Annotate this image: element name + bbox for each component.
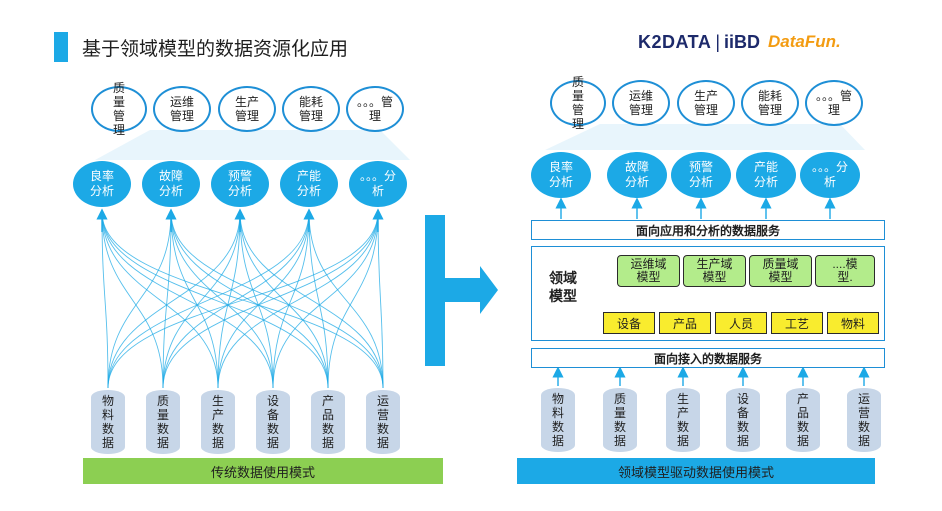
left-connector-3-4 (272, 211, 379, 389)
left-analysis-capacity: 产能分析 (280, 161, 338, 207)
left-mgmt-ops: 运维管理 (153, 86, 211, 132)
entity-product: 产品 (659, 312, 711, 334)
title-accent-bar (54, 32, 68, 62)
right-mgmt-quality: 质量管理 (550, 75, 606, 131)
iibd-logo: iiBD (724, 31, 761, 52)
right-analysis-warning: 预警分析 (671, 152, 731, 198)
left-connector-3-0 (101, 211, 274, 389)
left-top-band (95, 130, 410, 160)
left-connector-3-2 (239, 211, 274, 389)
left-mgmt-more: 。。。管理 (346, 86, 404, 132)
right-source-quality: 质量数据 (603, 388, 637, 452)
domain-model-production: 生产域模型 (683, 255, 746, 287)
left-analysis-warning: 预警分析 (211, 161, 269, 207)
left-caption: 传统数据使用模式 (83, 458, 443, 484)
left-connector-2-2 (217, 211, 241, 389)
right-mgmt-ops: 运维管理 (612, 80, 670, 126)
left-connector-0-2 (107, 211, 241, 389)
bracket-shape (425, 215, 445, 366)
right-analysis-yield: 良率分析 (531, 152, 591, 198)
right-mgmt-more: 。。。管理 (805, 80, 863, 126)
left-connector-4-4 (327, 211, 379, 389)
datafun-logo: DataFun. (768, 32, 841, 51)
right-top-band (545, 124, 865, 150)
domain-model-more: ....模型. (815, 255, 875, 287)
right-source-equipment: 设备数据 (726, 388, 760, 452)
left-connector-2-0 (101, 211, 219, 389)
k2data-logo: K2DATA (638, 31, 712, 52)
service-app-analysis: 面向应用和分析的数据服务 (531, 220, 885, 240)
left-connector-0-3 (107, 211, 310, 389)
right-analysis-fault: 故障分析 (607, 152, 667, 198)
left-analysis-fault: 故障分析 (142, 161, 200, 207)
right-source-production: 生产数据 (666, 388, 700, 452)
left-connector-3-1 (170, 211, 274, 389)
left-source-production: 生产数据 (201, 390, 235, 454)
right-analysis-more: 。。。分析 (800, 152, 860, 198)
entity-material: 物料 (827, 312, 879, 334)
domain-model-quality: 质量域模型 (749, 255, 812, 287)
left-source-equipment: 设备数据 (256, 390, 290, 454)
entity-personnel: 人员 (715, 312, 767, 334)
entity-equipment: 设备 (603, 312, 655, 334)
right-mgmt-energy: 能耗管理 (741, 80, 799, 126)
left-connector-4-1 (170, 211, 329, 389)
left-connector-5-3 (308, 211, 384, 389)
service-ingestion: 面向接入的数据服务 (531, 348, 885, 368)
left-connector-4-0 (101, 211, 329, 389)
left-connector-5-1 (170, 211, 384, 389)
left-mgmt-quality: 质量管理 (91, 81, 147, 137)
left-mgmt-production: 生产管理 (218, 86, 276, 132)
left-connector-5-2 (239, 211, 384, 389)
left-analysis-yield: 良率分析 (73, 161, 131, 207)
left-connector-1-1 (162, 211, 172, 389)
left-analysis-more: 。。。分析 (349, 161, 407, 207)
right-analysis-capacity: 产能分析 (736, 152, 796, 198)
right-caption: 领域模型驱动数据使用模式 (517, 458, 875, 484)
left-connector-2-1 (170, 211, 219, 389)
right-mgmt-production: 生产管理 (677, 80, 735, 126)
left-connector-1-0 (101, 211, 164, 389)
left-source-operation: 运营数据 (366, 390, 400, 454)
left-source-quality: 质量数据 (146, 390, 180, 454)
right-source-operation: 运营数据 (847, 388, 881, 452)
logo-group: K2DATA | iiBD DataFun. (638, 30, 841, 54)
left-connector-2-3 (217, 211, 310, 389)
left-connector-5-4 (377, 211, 384, 389)
left-mgmt-energy: 能耗管理 (282, 86, 340, 132)
left-connector-1-4 (162, 211, 379, 389)
left-connector-5-0 (101, 211, 384, 389)
left-connector-0-0 (101, 211, 109, 389)
left-source-product: 产品数据 (311, 390, 345, 454)
left-source-material: 物料数据 (91, 390, 125, 454)
left-connector-4-3 (308, 211, 329, 389)
right-source-material: 物料数据 (541, 388, 575, 452)
left-connector-0-1 (107, 211, 172, 389)
right-source-product: 产品数据 (786, 388, 820, 452)
entity-process: 工艺 (771, 312, 823, 334)
page-title: 基于领域模型的数据资源化应用 (82, 39, 349, 60)
logo-separator: | (715, 31, 721, 52)
domain-model-label: 领域模型 (549, 270, 577, 304)
domain-model-ops: 运维域模型 (617, 255, 680, 287)
left-connector-4-2 (239, 211, 329, 389)
transition-arrow (445, 266, 498, 314)
left-connector-2-4 (217, 211, 379, 389)
left-connector-1-2 (162, 211, 241, 389)
left-connector-1-3 (162, 211, 310, 389)
left-connector-3-3 (272, 211, 310, 389)
